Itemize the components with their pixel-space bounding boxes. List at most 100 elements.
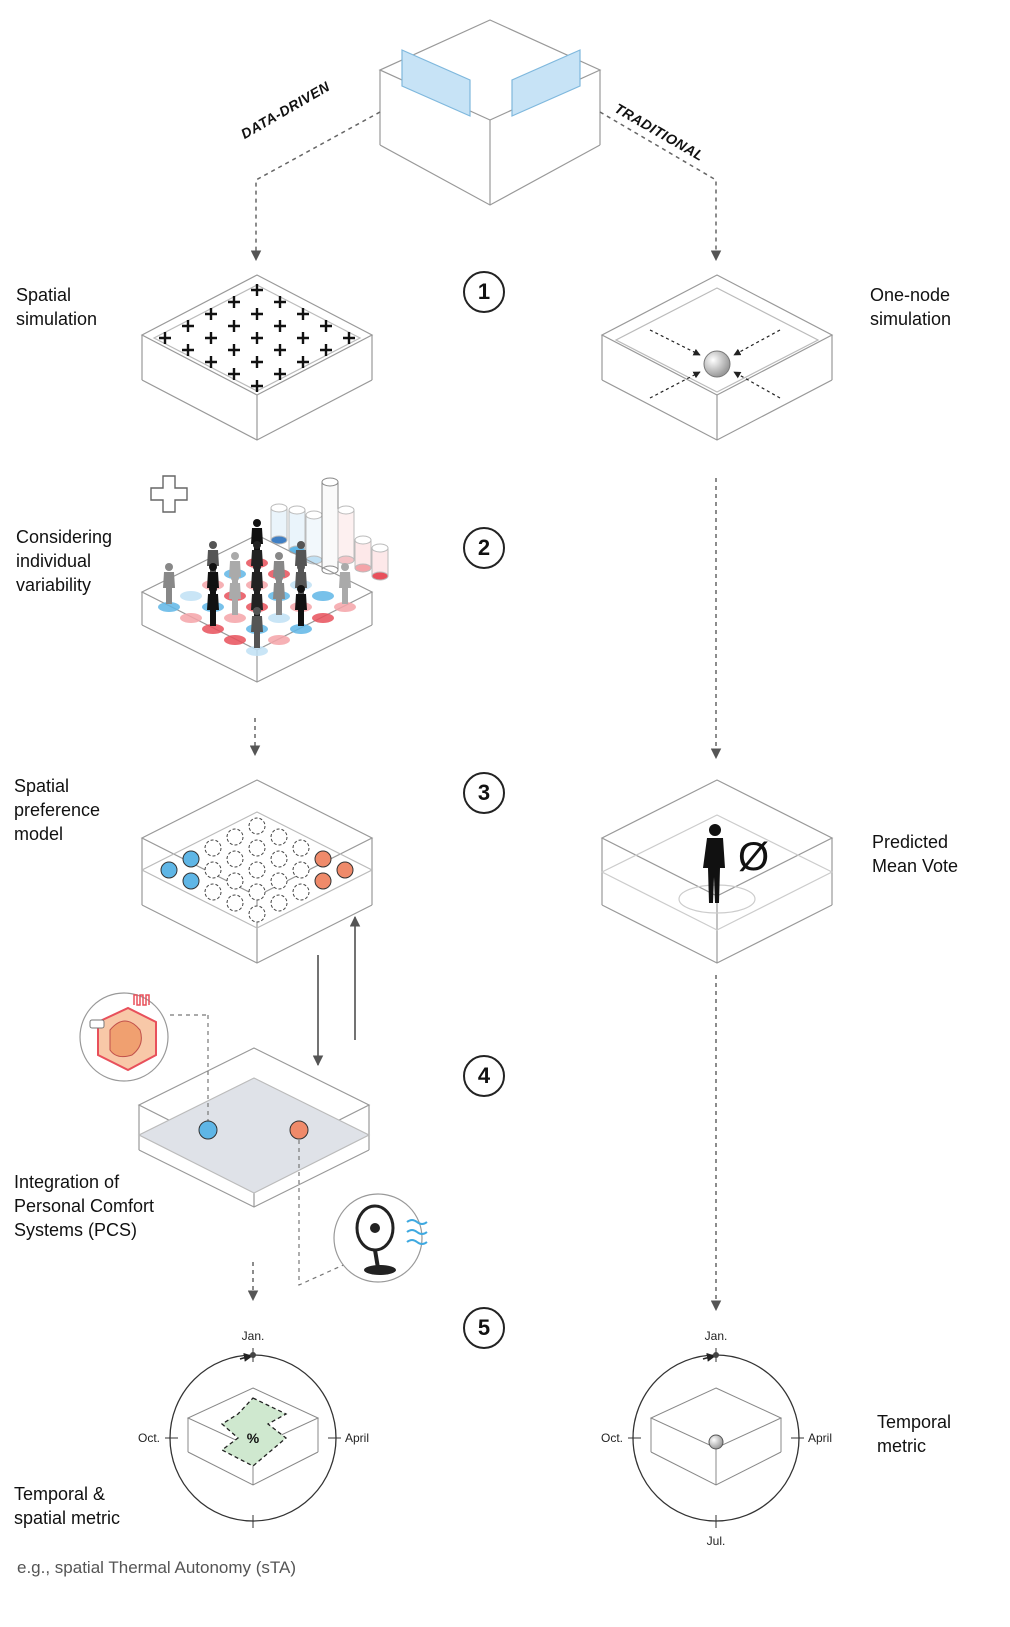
preference-dot <box>270 872 288 890</box>
simulation-node <box>228 296 240 308</box>
single-node-sphere <box>703 350 731 378</box>
simulation-node <box>228 368 240 380</box>
month-jul-right: Jul. <box>707 1534 726 1548</box>
one-node-arrows <box>649 329 781 399</box>
occupant-head <box>165 563 173 571</box>
preference-dot <box>248 905 266 923</box>
pcs-warm-dot <box>289 1120 309 1140</box>
label-individual-variability: Considering individual variability <box>16 527 113 595</box>
preference-dot <box>204 839 222 857</box>
preference-dot <box>248 883 266 901</box>
label-pmv: Predicted Mean Vote <box>872 832 959 876</box>
occupant-head <box>275 574 283 582</box>
simulation-node-grid <box>159 284 355 392</box>
occupant-crowd <box>158 519 356 656</box>
label-pcs-integration: Integration of Personal Comfort Systems … <box>14 1172 155 1240</box>
occupant-body <box>251 616 263 648</box>
simulation-node <box>205 308 217 320</box>
occupant-head <box>209 585 217 593</box>
month-oct-right: Oct. <box>601 1431 623 1445</box>
fan-icon <box>333 1193 428 1283</box>
occupant-spot <box>268 635 290 645</box>
preference-dot <box>292 839 310 857</box>
occupant-spot <box>268 613 290 623</box>
simulation-node <box>251 356 263 368</box>
simulation-node <box>182 320 194 332</box>
occupant-body <box>229 583 241 615</box>
preference-dot <box>314 872 332 890</box>
temporal-clock: Jan. Oct. April Jul. <box>601 1329 832 1548</box>
simulation-node <box>159 332 171 344</box>
occupant-spot <box>290 624 312 634</box>
preference-dot <box>248 861 266 879</box>
data-driven-path <box>250 111 381 262</box>
occupant-head <box>253 519 261 527</box>
preference-dot <box>248 839 266 857</box>
preference-dots <box>160 817 354 923</box>
simulation-node <box>205 332 217 344</box>
preference-dot <box>270 894 288 912</box>
occupant-head <box>253 541 261 549</box>
occupant-head <box>253 585 261 593</box>
preference-dot <box>270 850 288 868</box>
simulation-node <box>297 308 309 320</box>
pcs-box <box>137 1047 371 1208</box>
preference-dot <box>182 872 200 890</box>
occupant-body <box>339 572 351 604</box>
occupant-head <box>341 563 349 571</box>
occupant-spot <box>180 591 202 601</box>
occupant-head <box>231 574 239 582</box>
occupant-spot <box>224 635 246 645</box>
window-right <box>511 49 581 117</box>
step-3-badge: 3 <box>463 772 505 814</box>
label-spatial-simulation: Spatial simulation <box>16 285 98 329</box>
preference-dot <box>204 861 222 879</box>
occupant-spot <box>312 591 334 601</box>
simulation-node <box>251 308 263 320</box>
preference-dot <box>182 850 200 868</box>
preference-dot <box>270 828 288 846</box>
percent-symbol: % <box>247 1430 260 1446</box>
month-april-right: April <box>808 1431 832 1445</box>
occupant-spot <box>334 602 356 612</box>
occupant-head <box>253 563 261 571</box>
simulation-node <box>251 380 263 392</box>
occupant-spot <box>246 646 268 656</box>
pcs-cool-dot <box>198 1120 218 1140</box>
simulation-node <box>251 332 263 344</box>
label-one-node: One-node simulation <box>870 285 952 329</box>
variability-cylinders <box>270 477 389 581</box>
simulation-node <box>320 344 332 356</box>
preference-dot <box>226 872 244 890</box>
step-5-badge: 5 <box>463 1307 505 1349</box>
window-left <box>401 49 471 117</box>
month-jan: Jan. <box>242 1329 265 1343</box>
occupant-head <box>253 607 261 615</box>
occupant-head <box>231 552 239 560</box>
plus-icon <box>150 475 188 513</box>
fan-leader <box>298 1140 351 1286</box>
occupant-head <box>209 541 217 549</box>
label-spatial-preference: Spatial preference model <box>14 776 101 844</box>
one-node-box <box>600 274 834 441</box>
occupant-head <box>275 552 283 560</box>
preference-dot <box>226 894 244 912</box>
simulation-node <box>343 332 355 344</box>
label-temporal: Temporal metric <box>877 1412 952 1456</box>
occupant-spot <box>180 613 202 623</box>
step-4-badge: 4 <box>463 1055 505 1097</box>
simulation-node <box>320 320 332 332</box>
month-jan-right: Jan. <box>705 1329 728 1343</box>
preference-dot <box>226 850 244 868</box>
month-april: April <box>345 1431 369 1445</box>
occupant-spot <box>158 602 180 612</box>
label-example-sta: e.g., spatial Thermal Autonomy (sTA) <box>17 1558 297 1577</box>
step-1-badge: 1 <box>463 271 505 313</box>
preference-dot <box>292 861 310 879</box>
label-temporal-spatial: Temporal & spatial metric <box>14 1484 121 1528</box>
occupant-head <box>297 541 305 549</box>
simulation-node <box>251 284 263 296</box>
occupant-body <box>163 572 175 604</box>
occupant-body <box>207 594 219 626</box>
